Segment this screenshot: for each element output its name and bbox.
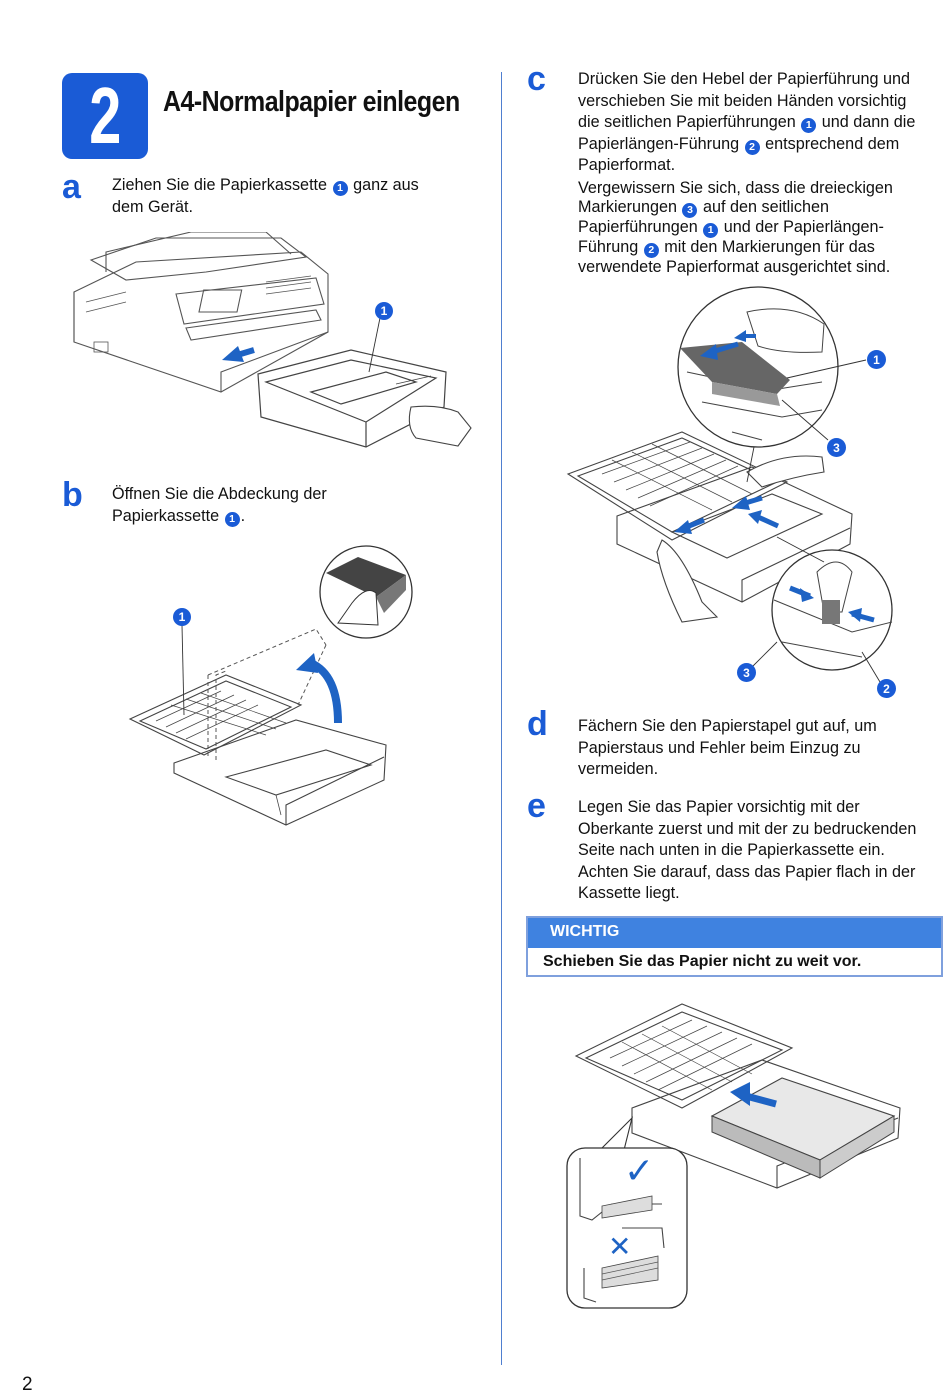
substep-c-p1-line4b: entsprechend dem <box>765 134 900 153</box>
substep-c-p2-line3a: Papierführungen <box>578 218 698 236</box>
load-paper-illustration: ✓ ✕ <box>566 1003 901 1309</box>
substep-letter-e: e <box>527 787 546 825</box>
callout-badge-c3-bottom: 3 <box>737 663 756 682</box>
substep-a-text-1: Ziehen Sie die Papierkassette <box>112 176 328 194</box>
printer-tray-illustration <box>73 232 472 448</box>
substep-c-p2-line1: Vergewissern Sie sich, dass die dreiecki… <box>578 179 893 197</box>
check-icon: ✓ <box>624 1151 654 1192</box>
callout-badge-c3-top: 3 <box>827 438 846 457</box>
substep-c-paragraph-1: Drücken Sie den Hebel der Papierführung … <box>578 69 946 177</box>
step-number-box: 2 <box>62 73 148 159</box>
substep-e-line4: Achten Sie darauf, dass das Papier flach… <box>578 862 916 881</box>
callout-badge: 3 <box>682 203 698 218</box>
callout-badge-c1: 1 <box>867 350 886 369</box>
substep-letter-b: b <box>62 476 83 514</box>
cross-icon: ✕ <box>608 1230 631 1263</box>
step-number: 2 <box>88 71 122 160</box>
substep-d-line3: vermeiden. <box>578 760 659 778</box>
callout-badge: 1 <box>703 223 719 238</box>
paper-guides-illustration <box>566 286 893 683</box>
substep-a-text-3: dem Gerät. <box>112 197 193 216</box>
substep-c-p2-line5: verwendete Papierformat ausgerichtet sin… <box>578 258 891 276</box>
important-note-body: Schieben Sie das Papier nicht zu weit vo… <box>543 953 862 970</box>
substep-e-line1: Legen Sie das Papier vorsichtig mit der <box>578 798 860 816</box>
substep-d-text: Fächern Sie den Papierstapel gut auf, um… <box>578 716 946 781</box>
step-title: A4-Normalpapier einlegen <box>163 86 460 118</box>
substep-e-text: Legen Sie das Papier vorsichtig mit der … <box>578 797 946 905</box>
callout-badge: 1 <box>801 118 817 134</box>
substep-b-text: Öffnen Sie die Abdeckung der Papierkasse… <box>112 484 482 527</box>
column-divider <box>501 72 502 1365</box>
callout-badge-c2: 2 <box>877 679 896 698</box>
substep-c-p1-line2: verschieben Sie mit beiden Händen vorsic… <box>578 91 907 110</box>
important-note: WICHTIG Schieben Sie das Papier nicht zu… <box>526 916 943 977</box>
substep-letter-d: d <box>527 705 548 743</box>
substep-e-line5: Kassette liegt. <box>578 884 680 902</box>
callout-badge: 2 <box>643 243 659 258</box>
substep-e-line3: Seite nach unten in die Papierkassette e… <box>578 841 885 859</box>
substep-c-p2-line4a: Führung <box>578 238 639 256</box>
substep-c-p2-line3b: und der Papierlängen- <box>723 218 884 236</box>
substep-b-text-3: . <box>240 506 246 525</box>
callout-badge-a1: 1 <box>375 302 393 320</box>
substep-c-p1-line4a: Papierlängen-Führung <box>578 134 740 153</box>
substep-c-p2-line2b: auf den seitlichen <box>702 198 829 216</box>
callout-badge-b1: 1 <box>173 608 191 626</box>
substep-b-text-2: Papierkassette <box>112 506 220 525</box>
substep-c-p2-line2a: Markierungen <box>578 198 677 216</box>
substep-d-line2: Papierstaus und Fehler beim Einzug zu <box>578 738 861 757</box>
substep-a-text-2: ganz aus <box>353 176 419 194</box>
substep-c-p1-line3b: und dann die <box>821 113 916 131</box>
substep-b-text-1: Öffnen Sie die Abdeckung der <box>112 485 327 503</box>
substep-letter-a: a <box>62 168 81 206</box>
substep-d-line1: Fächern Sie den Papierstapel gut auf, um <box>578 717 877 735</box>
tray-cover-illustration <box>128 545 413 826</box>
substep-e-line2: Oberkante zuerst und mit der zu bedrucke… <box>578 819 917 838</box>
substep-c-paragraph-2: Vergewissern Sie sich, dass die dreiecki… <box>578 179 946 277</box>
callout-badge: 2 <box>744 139 760 155</box>
important-note-heading: WICHTIG <box>528 918 941 948</box>
page-number: 2 <box>22 1374 33 1394</box>
substep-c-p1-line1: Drücken Sie den Hebel der Papierführung … <box>578 70 911 88</box>
substep-c-p1-line3a: die seitlichen Papierführungen <box>578 113 796 131</box>
substep-letter-c: c <box>527 60 546 98</box>
callout-badge: 1 <box>332 181 348 197</box>
substep-a-text: Ziehen Sie die Papierkassette 1 ganz aus… <box>112 175 482 218</box>
substep-c-p2-line4b: mit den Markierungen für das <box>664 238 875 256</box>
substep-c-p1-line5: Papierformat. <box>578 156 676 174</box>
callout-badge: 1 <box>224 511 240 527</box>
